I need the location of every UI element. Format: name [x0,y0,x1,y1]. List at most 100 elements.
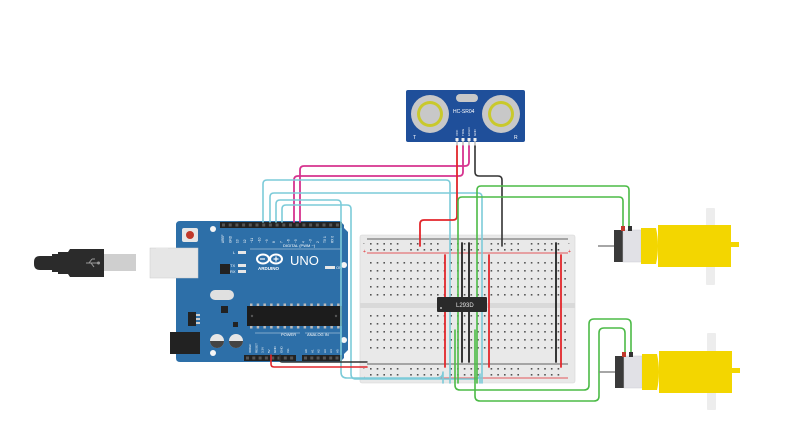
breadboard-hole[interactable] [504,339,506,341]
breadboard-hole[interactable] [370,315,372,317]
breadboard-hole[interactable] [557,323,560,325]
digital-pin[interactable] [329,223,333,227]
breadboard-hole[interactable] [403,270,406,272]
breadboard-hole[interactable] [463,331,466,333]
breadboard-hole[interactable] [510,374,513,376]
breadboard-hole[interactable] [396,339,399,341]
power-pin[interactable] [264,356,268,360]
breadboard-hole[interactable] [470,347,473,349]
breadboard-hole[interactable] [550,347,553,349]
breadboard-hole[interactable] [517,249,519,251]
breadboard-hole[interactable] [544,249,546,251]
power-pin[interactable] [246,356,249,360]
breadboard-hole[interactable] [537,368,540,370]
breadboard-hole[interactable] [437,270,439,272]
breadboard-hole[interactable] [544,323,546,325]
breadboard-hole[interactable] [550,315,553,317]
breadboard-hole[interactable] [403,347,406,349]
breadboard-hole[interactable] [376,270,379,272]
wire-vcc[interactable] [419,145,458,247]
breadboard-hole[interactable] [450,368,452,370]
breadboard-hole[interactable] [403,286,406,288]
breadboard-hole[interactable] [477,270,479,272]
analog-pin[interactable] [316,356,320,360]
breadboard-hole[interactable] [517,331,519,333]
breadboard-hole[interactable] [557,262,560,264]
breadboard-hole[interactable] [537,286,540,288]
breadboard-hole[interactable] [550,323,553,325]
breadboard-hole[interactable] [450,278,452,280]
breadboard-hole[interactable] [477,368,479,370]
breadboard-hole[interactable] [410,323,412,325]
digital-pin[interactable] [309,223,313,227]
breadboard-hole[interactable] [430,368,432,370]
breadboard-hole[interactable] [510,315,513,317]
breadboard-hole[interactable] [524,262,526,264]
breadboard-hole[interactable] [497,374,499,376]
breadboard-hole[interactable] [477,374,479,376]
breadboard-hole[interactable] [430,331,432,333]
reset-button-cap[interactable] [186,231,194,239]
breadboard-hole[interactable] [370,270,372,272]
breadboard-hole[interactable] [504,331,506,333]
breadboard-hole[interactable] [477,331,479,333]
breadboard-hole[interactable] [483,278,486,280]
breadboard-hole[interactable] [497,278,499,280]
breadboard-hole[interactable] [557,294,560,296]
breadboard-hole[interactable] [530,294,533,296]
wire-cyan-2[interactable] [269,192,483,384]
breadboard-hole[interactable] [517,315,519,317]
breadboard-hole[interactable] [437,278,439,280]
breadboard-hole[interactable] [524,278,526,280]
breadboard-hole[interactable] [423,294,426,296]
breadboard-hole[interactable] [510,243,513,245]
breadboard-hole[interactable] [530,243,533,245]
breadboard-hole[interactable] [410,249,412,251]
breadboard-hole[interactable] [470,294,473,296]
analog-pin[interactable] [329,356,333,360]
wire-motor1-b[interactable] [476,185,630,384]
breadboard-hole[interactable] [437,315,439,317]
breadboard-hole[interactable] [497,270,499,272]
breadboard-hole[interactable] [470,368,473,370]
breadboard-hole[interactable] [390,243,392,245]
breadboard-hole[interactable] [544,270,546,272]
breadboard-hole[interactable] [423,347,426,349]
breadboard-hole[interactable] [537,323,540,325]
breadboard-hole[interactable] [383,374,385,376]
breadboard-hole[interactable] [437,286,439,288]
power-pin[interactable] [258,356,262,360]
breadboard-hole[interactable] [550,374,553,376]
breadboard-hole[interactable] [463,339,466,341]
breadboard-hole[interactable] [504,315,506,317]
breadboard-hole[interactable] [550,243,553,245]
breadboard-hole[interactable] [437,323,439,325]
breadboard-hole[interactable] [564,315,566,317]
breadboard-hole[interactable] [470,374,473,376]
digital-pin[interactable] [235,223,239,227]
breadboard-hole[interactable] [376,323,379,325]
breadboard-hole[interactable] [450,249,452,251]
breadboard-hole[interactable] [403,262,406,264]
breadboard-hole[interactable] [437,243,439,245]
breadboard-hole[interactable] [370,278,372,280]
breadboard-hole[interactable] [544,294,546,296]
breadboard-hole[interactable] [517,347,519,349]
digital-pin[interactable] [282,223,286,227]
breadboard-hole[interactable] [383,243,385,245]
breadboard-hole[interactable] [510,331,513,333]
breadboard-hole[interactable] [510,347,513,349]
breadboard-hole[interactable] [383,323,385,325]
breadboard-hole[interactable] [550,270,553,272]
breadboard-hole[interactable] [463,368,466,370]
breadboard-hole[interactable] [416,368,419,370]
breadboard-hole[interactable] [504,262,506,264]
breadboard-hole[interactable] [530,286,533,288]
breadboard-hole[interactable] [463,278,466,280]
breadboard-hole[interactable] [470,278,473,280]
breadboard-hole[interactable] [477,286,479,288]
digital-pin[interactable] [315,223,319,227]
breadboard-hole[interactable] [430,315,432,317]
breadboard-hole[interactable] [490,278,493,280]
